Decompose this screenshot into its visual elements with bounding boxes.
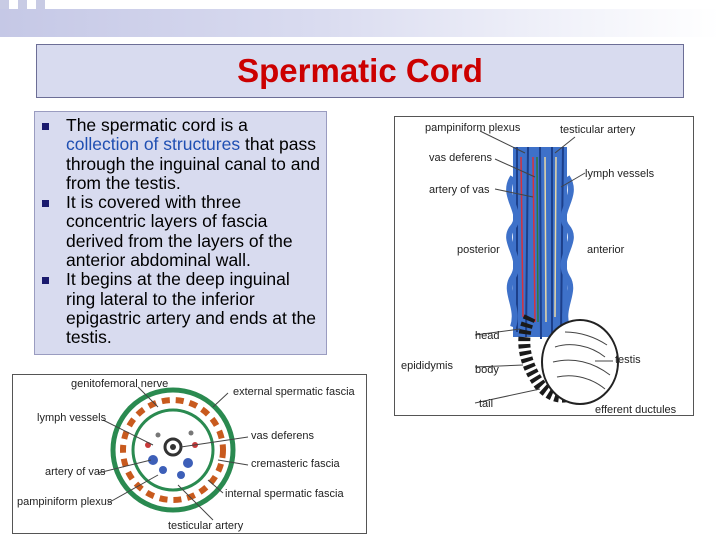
bullet-text: that pass through the inguinal canal to … bbox=[66, 134, 320, 193]
square-bullet-icon bbox=[42, 277, 49, 285]
label-vas-deferens: vas deferens bbox=[429, 152, 492, 164]
label-testicular-artery-section: testicular artery bbox=[168, 520, 244, 532]
external-fascia-ring bbox=[110, 387, 236, 513]
testis-shape bbox=[541, 319, 619, 405]
cord-cross-section-diagram: genitofemoral nerve external spermatic f… bbox=[12, 374, 367, 534]
decorative-header-band bbox=[0, 9, 720, 37]
bullet-text: It is covered with three concentric laye… bbox=[66, 192, 293, 271]
label-body: body bbox=[475, 364, 499, 376]
label-head: head bbox=[475, 330, 499, 342]
spermatic-cord-illustration: pampiniform plexus testicular artery vas… bbox=[401, 122, 677, 415]
slide-title: Spermatic Cord bbox=[237, 52, 483, 89]
label-artery-of-vas: artery of vas bbox=[429, 184, 490, 196]
label-artery-of-vas-section: artery of vas bbox=[45, 466, 106, 478]
bullet-text: The spermatic cord is a bbox=[66, 115, 248, 135]
square-bullet-icon bbox=[42, 123, 49, 130]
label-epididymis: epididymis bbox=[401, 360, 453, 372]
bullet-item: It is covered with three concentric laye… bbox=[35, 193, 326, 270]
internal-fascia-ring bbox=[131, 408, 215, 492]
label-internal-spermatic-fascia: internal spermatic fascia bbox=[225, 488, 344, 500]
square-bullet-icon bbox=[42, 200, 49, 208]
label-lymph-vessels-section: lymph vessels bbox=[37, 412, 107, 424]
cremasteric-ring bbox=[120, 397, 226, 503]
label-testicular-artery: testicular artery bbox=[560, 124, 636, 136]
label-posterior: posterior bbox=[457, 244, 500, 256]
label-external-spermatic-fascia: external spermatic fascia bbox=[233, 386, 356, 398]
highlighted-text: collection of structures bbox=[66, 134, 241, 155]
title-panel: Spermatic Cord bbox=[36, 44, 684, 98]
label-pampiniform-plexus-section: pampiniform plexus bbox=[17, 496, 113, 508]
spermatic-cord-diagram: pampiniform plexus testicular artery vas… bbox=[394, 116, 694, 416]
cross-section-illustration: genitofemoral nerve external spermatic f… bbox=[17, 378, 356, 532]
label-vas-deferens-section: vas deferens bbox=[251, 430, 314, 442]
bullet-item: The spermatic cord is a collection of st… bbox=[35, 115, 326, 193]
label-pampiniform-plexus: pampiniform plexus bbox=[425, 122, 521, 134]
bullet-list: The spermatic cord is a collection of st… bbox=[35, 115, 326, 348]
bullet-item: It begins at the deep inguinal ring late… bbox=[35, 270, 326, 347]
label-anterior: anterior bbox=[587, 244, 625, 256]
bullet-panel: The spermatic cord is a collection of st… bbox=[34, 111, 327, 355]
label-lymph-vessels: lymph vessels bbox=[585, 168, 655, 180]
label-cremasteric-fascia: cremasteric fascia bbox=[251, 458, 341, 470]
label-tail: tail bbox=[479, 398, 493, 410]
bullet-text: It begins at the deep inguinal ring late… bbox=[66, 269, 317, 348]
label-efferent-ductules: efferent ductules bbox=[595, 404, 677, 415]
label-testis: testis bbox=[615, 354, 641, 366]
label-genitofemoral-nerve: genitofemoral nerve bbox=[71, 378, 168, 390]
